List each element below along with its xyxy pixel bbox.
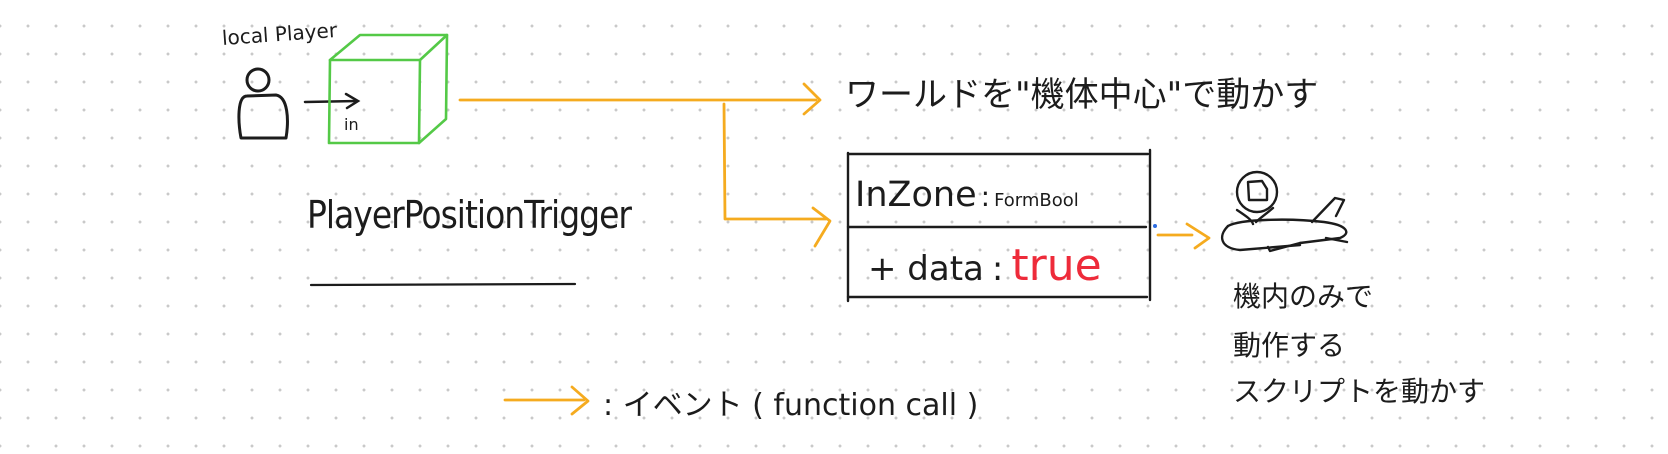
- arrowhead-airplane: [1185, 222, 1211, 250]
- event-arrows: [458, 82, 1211, 416]
- airplane-note-line-2: 動作する: [1233, 329, 1346, 362]
- legend-text: : イベント ( function call ): [603, 388, 979, 423]
- in-label: in: [344, 115, 359, 134]
- component-underline: [309, 282, 577, 287]
- field-separator: :: [980, 180, 991, 213]
- component-name: PlayerPositionTrigger: [307, 192, 632, 238]
- person-icon: [237, 67, 289, 140]
- trigger-cube: [327, 33, 449, 145]
- data-separator: :: [991, 249, 1004, 289]
- field-type: FormBool: [994, 190, 1079, 211]
- airplane-note-line-1: 機内のみで: [1233, 280, 1374, 313]
- airplane-note-line-3: スクリプトを動かす: [1233, 375, 1486, 408]
- enter-arrow: [303, 92, 361, 110]
- class-data-row: + data:true: [868, 244, 1102, 288]
- arrowhead-class-box: [811, 206, 832, 248]
- field-name: InZone: [855, 175, 977, 215]
- class-field-row: InZone:FormBool: [855, 178, 1079, 213]
- world-move-label: ワールドを"機体中心"で動かす: [845, 75, 1319, 115]
- arrow-to-class-box: [722, 102, 828, 221]
- legend-arrowhead: [570, 385, 590, 416]
- airplane-icon: [1220, 170, 1349, 253]
- accent-dot: [1153, 224, 1157, 228]
- arrowhead-world-move: [802, 82, 822, 116]
- data-value: true: [1011, 240, 1102, 291]
- class-box: [846, 148, 1152, 303]
- data-name: + data: [868, 249, 984, 289]
